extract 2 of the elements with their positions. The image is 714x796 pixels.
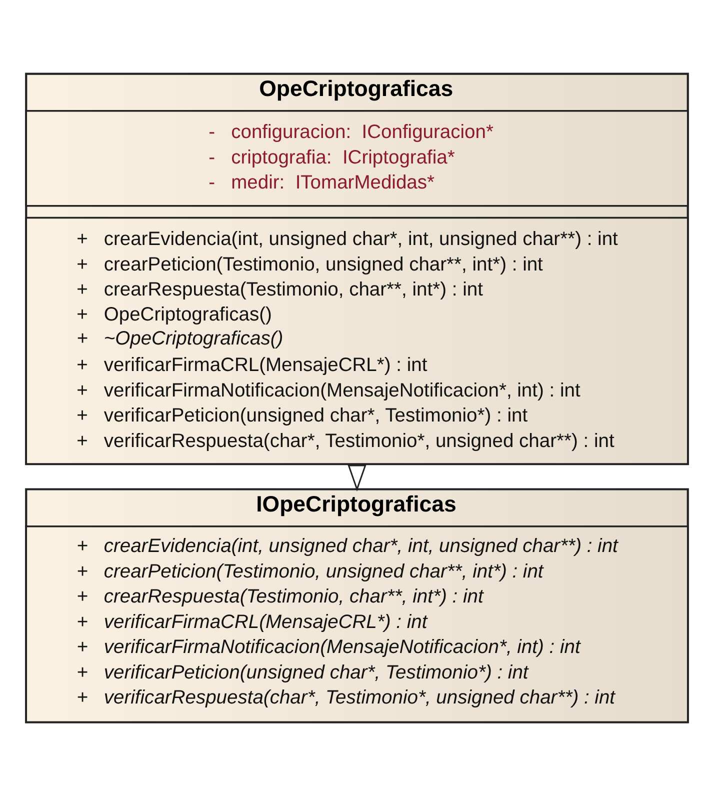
node-box: + crearEvidencia(int, unsigned char*, int, unsigned char**) : int + crearPeticion(Testimonio, unsigned char**, int*) : int + crearRespuesta(Testimonio, char**, int*) : int + verificarFirmaCRL(MensajeCRL*) : int + verificarFirmaNotificacion(MensajeNotificacion*, int) : int + verificarPeticion(unsigned char*, Testimonio*) : int + verificarRespuesta(char*, Testimonio*, unsigned char**) : int [25,525,689,724]
node-box: - configuracion: IConfiguracion* - criptografia: ICriptografia* - medir: ITomarMedidas* [25,110,689,207]
